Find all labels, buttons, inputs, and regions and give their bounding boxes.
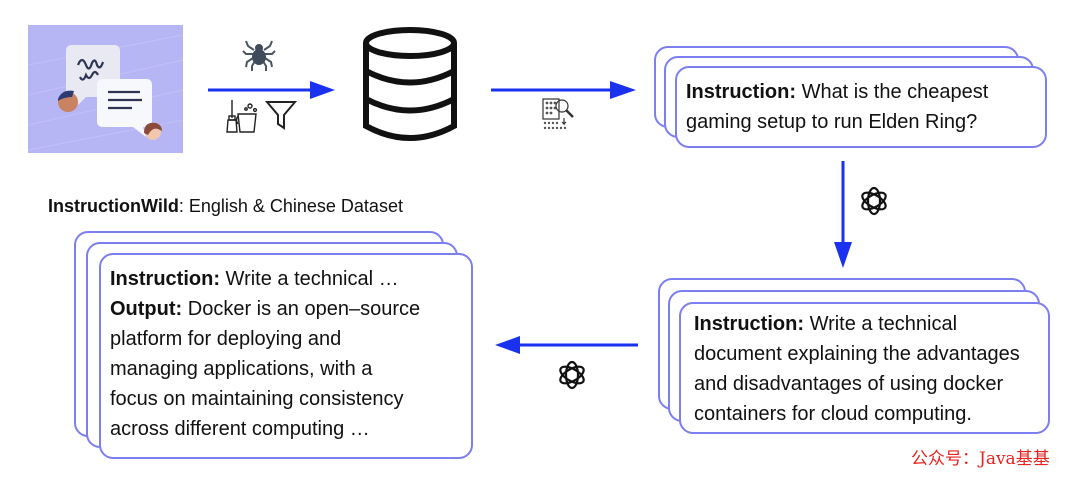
- arrow-generated-to-dataset: [494, 335, 640, 355]
- dataset-instruction-line: Instruction: Write a technical …: [110, 264, 420, 294]
- dataset-output-label: Output:: [110, 298, 183, 320]
- generated-card: Instruction: Write a technical document …: [679, 302, 1050, 434]
- dataset-output-line-2: platform for deploying and: [110, 328, 342, 350]
- seed-instruction-text: What is the cheapest: [801, 81, 989, 103]
- watermark: 公众号：Java基基: [911, 449, 1050, 469]
- dataset-output-line-5: across different computing …: [110, 418, 370, 440]
- arrow-source-to-database: [207, 80, 337, 100]
- generated-instruction-text: Write a technical: [809, 313, 958, 335]
- dataset-instruction-label: Instruction:: [110, 268, 220, 290]
- seed-instruction-line-1: Instruction: What is the cheapest: [686, 77, 988, 107]
- funnel-icon: [265, 100, 297, 130]
- seed-instruction-line-2: gaming setup to run Elden Ring?: [686, 111, 978, 133]
- generated-instruction-line-1: Instruction: Write a technical: [694, 309, 1020, 339]
- dataset-card: Instruction: Write a technical … Output:…: [99, 253, 473, 459]
- dataset-output-line-1: Output: Docker is an open–source: [110, 294, 420, 324]
- dataset-output-text: Docker is an open–source: [187, 298, 421, 320]
- database-icon: [360, 26, 460, 146]
- openai-logo-icon-2: [554, 357, 590, 393]
- spider-icon: [242, 38, 276, 72]
- source-illustration: [28, 25, 183, 153]
- dataset-subtitle: : English & Chinese Dataset: [178, 196, 403, 216]
- dataset-name: InstructionWild: [48, 196, 179, 216]
- seed-instruction-label: Instruction:: [686, 81, 796, 103]
- openai-logo-icon: [856, 183, 892, 219]
- data-analysis-magnifier-icon: [540, 96, 576, 132]
- arrow-seed-to-generated: [833, 160, 853, 270]
- dataset-instruction-text: Write a technical …: [220, 268, 399, 290]
- generated-instruction-label: Instruction:: [694, 313, 804, 335]
- generated-instruction-line-2: document explaining the advantages: [694, 343, 1020, 365]
- generated-instruction-line-3: and disadvantages of using docker: [694, 373, 1004, 395]
- generated-instruction-line-4: containers for cloud computing.: [694, 403, 972, 425]
- broom-bucket-icon: [226, 98, 260, 134]
- arrow-database-to-seed: [490, 80, 638, 100]
- dataset-output-line-4: focus on maintaining consistency: [110, 388, 404, 410]
- dataset-title: InstructionWild: English & Chinese Datas…: [48, 196, 403, 217]
- dataset-output-line-3: managing applications, with a: [110, 358, 373, 380]
- seed-card: Instruction: What is the cheapest gaming…: [675, 66, 1047, 148]
